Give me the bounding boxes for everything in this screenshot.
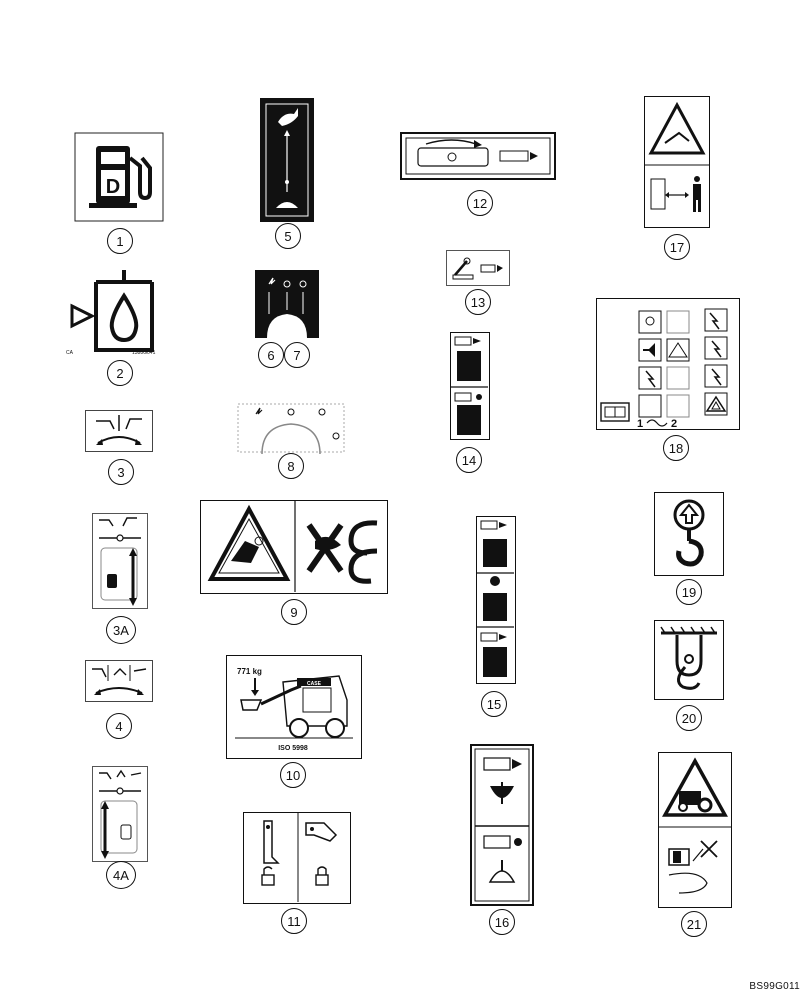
- loader-lift-icon: [92, 665, 147, 695]
- decal-12-coupler: [400, 132, 556, 180]
- lift-hook-icon: [673, 499, 705, 567]
- decal-19-lift-point: [654, 492, 724, 576]
- callout-8: 8: [278, 453, 304, 479]
- callout-11: 11: [281, 908, 307, 934]
- decal-11-lock: [243, 812, 351, 904]
- callout-2: 2: [107, 360, 133, 386]
- switch-panel-icon: [267, 277, 307, 338]
- coupler-sequence-icon: [477, 520, 514, 677]
- decal-6-7-switch-panel: [255, 270, 319, 338]
- fuel-pump-icon: D: [74, 132, 164, 222]
- joystick-pattern-icon: [99, 517, 141, 606]
- callout-20: 20: [676, 705, 702, 731]
- decal-16-quick-coupler: [470, 744, 534, 906]
- callout-1: 1: [107, 228, 133, 254]
- callout-19: 19: [676, 579, 702, 605]
- callout-4a: 4A: [106, 861, 136, 889]
- callout-5: 5: [275, 223, 301, 249]
- decal-4-loader-lift: [85, 660, 153, 702]
- callout-4: 4: [106, 713, 132, 739]
- callout-15: 15: [481, 691, 507, 717]
- callout-3a: 3A: [106, 616, 136, 644]
- callout-13: 13: [465, 289, 491, 315]
- coupler-vertical-icon: [451, 336, 488, 435]
- decal-18-panel-legend: 1 2: [596, 298, 740, 430]
- decal-3a-control-pattern: [92, 513, 148, 609]
- decal-21-rollover-warning: [658, 752, 732, 908]
- iso-standard-label: ISO 5998: [278, 745, 308, 752]
- tie-down-icon: [660, 626, 717, 690]
- decal-20-tie-down: [654, 620, 724, 700]
- lever-icon: [452, 257, 503, 280]
- callout-9: 9: [281, 599, 307, 625]
- decal-17-warning: [644, 96, 710, 228]
- hare-tortoise-icon: [265, 103, 309, 217]
- decal-3-bucket-tilt: [85, 410, 153, 452]
- joystick-pattern-4a-icon: [99, 769, 142, 859]
- decal-5-speed: [260, 98, 314, 222]
- decal-9-crush-warning: [200, 500, 388, 594]
- lock-icon: [261, 813, 338, 902]
- decal-1-fuel: D: [74, 132, 164, 222]
- crush-warning-icon: [207, 501, 378, 592]
- decal-10-capacity: 771 kg CASE ISO 5998: [226, 655, 362, 759]
- hydraulic-oil-icon: [70, 270, 154, 352]
- panel-legend-icon: 1 2: [600, 308, 728, 430]
- decal-2-prefix: CA: [66, 350, 73, 356]
- decal-8-switch-panel: [236, 402, 346, 455]
- callout-7: 7: [284, 342, 310, 368]
- decal-4a-control-pattern: [92, 766, 148, 862]
- switch-one-label: 1: [637, 418, 643, 429]
- decal-13-lever: [446, 250, 510, 286]
- callout-17: 17: [664, 234, 690, 260]
- skid-steer-loader-icon: 771 kg CASE ISO 5998: [235, 667, 353, 752]
- load-weight-label: 771 kg: [237, 667, 262, 676]
- callout-21: 21: [681, 911, 707, 937]
- coupler-icon: [405, 137, 551, 175]
- callout-3: 3: [108, 459, 134, 485]
- bucket-tilt-icon: [96, 415, 142, 445]
- decal-15-coupler-three: [476, 516, 516, 684]
- rollover-warning-icon: [659, 757, 731, 894]
- decal-2-hydraulic-oil: CA 1388G041: [66, 270, 166, 358]
- loader-brand: CASE: [307, 681, 322, 687]
- distance-warning-icon: [645, 101, 709, 212]
- callout-10: 10: [280, 762, 306, 788]
- decal-14-coupler-vertical: [450, 332, 490, 440]
- callout-14: 14: [456, 447, 482, 473]
- diagram-code: BS99G011: [749, 981, 800, 992]
- callout-6: 6: [258, 342, 284, 368]
- callout-16: 16: [489, 909, 515, 935]
- quick-coupler-icon: [474, 748, 530, 902]
- callout-12: 12: [467, 190, 493, 216]
- fuel-letter: D: [106, 176, 120, 198]
- decal-2-code: 1388G041: [132, 350, 156, 356]
- switch-panel-outline-icon: [237, 403, 345, 455]
- switch-two-label: 2: [671, 418, 677, 429]
- callout-18: 18: [663, 435, 689, 461]
